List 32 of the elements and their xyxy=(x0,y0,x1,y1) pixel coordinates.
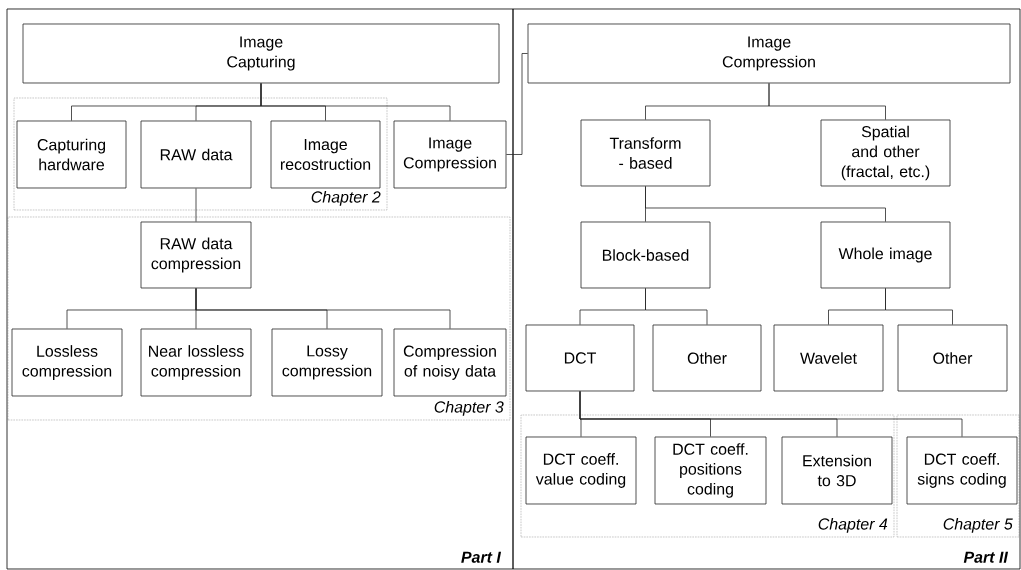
connector xyxy=(885,288,953,325)
process-box: Block-based xyxy=(580,221,711,289)
process-box: Whole image xyxy=(820,221,951,289)
process-box: Transform - based xyxy=(580,119,711,187)
process-box: Lossy compression xyxy=(271,328,383,397)
process-box: Other xyxy=(897,324,1008,392)
process-box: Image recostruction xyxy=(270,120,381,189)
process-box: Capturing hardware xyxy=(16,120,127,189)
connector xyxy=(195,288,451,329)
connector xyxy=(645,288,708,325)
process-box: Near lossless compression xyxy=(140,328,252,397)
process-box: Extension to 3D xyxy=(781,436,893,505)
process-box: DCT coeff. signs coding xyxy=(906,436,1018,505)
process-box: Wavelet xyxy=(773,324,884,392)
process-box: Lossless compression xyxy=(11,328,123,397)
connector xyxy=(260,83,451,121)
connector xyxy=(579,391,963,437)
process-box: Spatial and other (fractal, etc.) xyxy=(820,119,951,187)
connector xyxy=(768,83,886,120)
process-box: Compression of noisy data xyxy=(393,328,507,397)
process-box: RAW data compression xyxy=(140,221,252,289)
process-box: Image Capturing xyxy=(22,23,500,84)
process-box: DCT coeff. value coding xyxy=(525,436,637,505)
connector xyxy=(195,188,197,222)
process-box: Image Compression xyxy=(393,120,507,189)
process-box: Other xyxy=(652,324,762,392)
connector xyxy=(506,53,528,155)
connector xyxy=(645,186,886,222)
process-box: RAW data xyxy=(140,120,252,189)
process-box: Image Compression xyxy=(527,23,1011,84)
process-box: DCT coeff. positions coding xyxy=(654,436,767,505)
process-box: DCT xyxy=(525,324,635,392)
